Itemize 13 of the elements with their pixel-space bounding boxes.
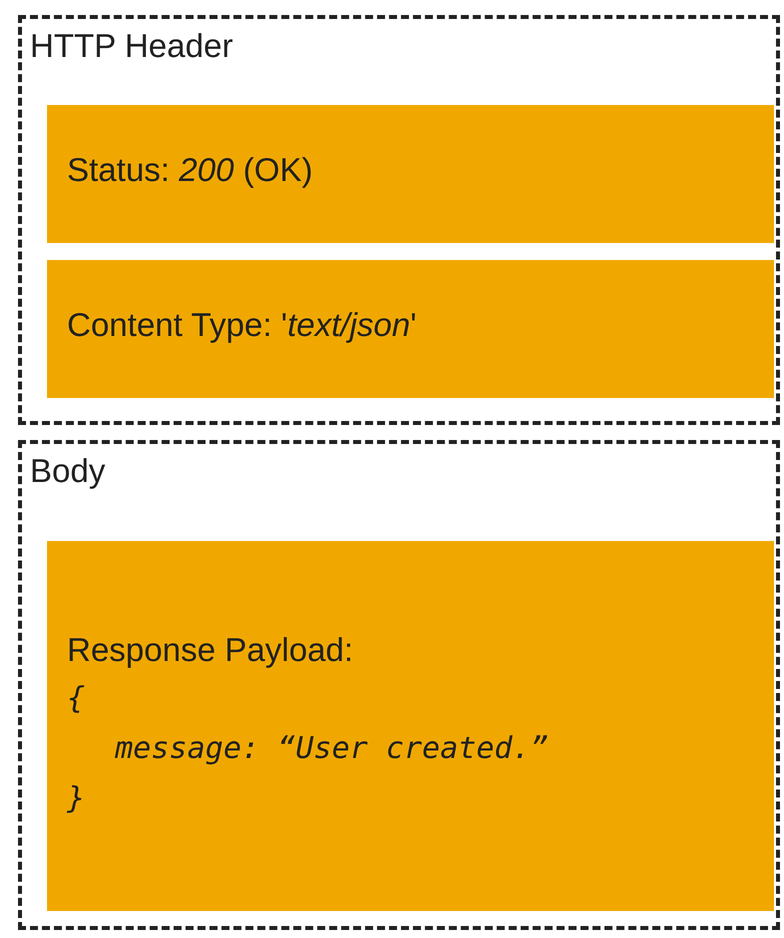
group-title: Body xyxy=(30,452,106,490)
status-text: Status: 200 (OK) xyxy=(67,151,313,189)
code-line: { xyxy=(67,681,86,716)
status-box xyxy=(47,105,774,243)
code-line: } xyxy=(67,781,86,816)
code-line: message: “User created.” xyxy=(115,731,548,766)
payload-heading: Response Payload: xyxy=(67,631,354,669)
header-group xyxy=(18,15,780,425)
group-title: HTTP Header xyxy=(30,27,233,65)
content-type-text: Content Type: 'text/json' xyxy=(67,306,417,344)
body-group xyxy=(18,440,780,930)
content-type-box xyxy=(47,260,774,398)
payload-box xyxy=(47,541,774,911)
